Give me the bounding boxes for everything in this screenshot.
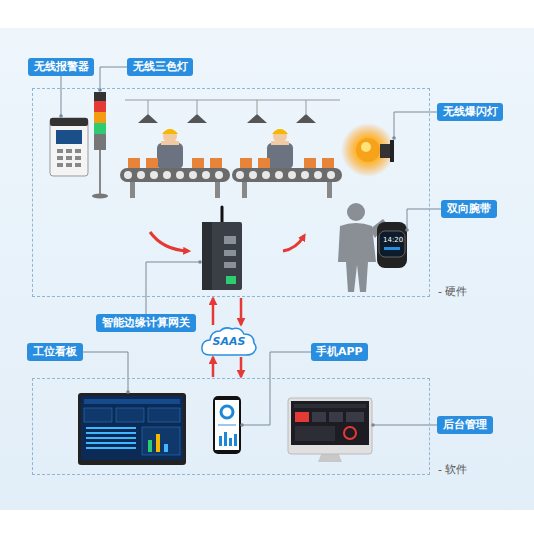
node-label: SAAS (200, 335, 258, 348)
label-box: 无线报警器 (28, 58, 94, 76)
label-box: 无线三色灯 (127, 58, 193, 76)
background-panel (0, 28, 534, 510)
label-box: 无线爆闪灯 (437, 103, 503, 121)
group-region: - 软件 (32, 378, 430, 475)
node-label: 手机APP (316, 345, 363, 358)
conveyor (232, 158, 342, 198)
label-box: 智能边缘计算网关 (96, 314, 196, 332)
leader-line (61, 67, 441, 425)
desktop-computer (288, 398, 372, 462)
region-heading: - 软件 (438, 462, 467, 477)
flow-arrow (283, 236, 304, 251)
data-arrow (212, 298, 215, 325)
screen-text: 14:20 (383, 236, 403, 244)
worker (267, 129, 293, 169)
label-box: 手机APP (311, 343, 368, 361)
phone (213, 396, 241, 454)
leader-dot (59, 88, 409, 427)
flash-light (341, 123, 395, 177)
data-arrow (212, 357, 215, 377)
dashboard-monitor (78, 393, 186, 465)
data-arrow (240, 357, 243, 377)
region-heading: - 硬件 (438, 284, 467, 299)
label-box: 后台管理 (437, 416, 493, 434)
conveyor (120, 158, 230, 198)
group-region: - 硬件 (32, 88, 430, 297)
data-arrow (240, 298, 243, 325)
label-box: 工位看板 (27, 343, 83, 361)
wristband (377, 222, 407, 268)
ceiling-lamps (125, 100, 340, 123)
tower-light (92, 92, 108, 199)
node-label: 无线三色灯 (133, 60, 188, 73)
alarm-device (50, 118, 88, 176)
node-label: 工位看板 (33, 345, 77, 358)
edge-gateway (202, 207, 242, 290)
worker (157, 129, 183, 169)
node-label: 无线爆闪灯 (443, 105, 498, 118)
flow-arrow (150, 232, 188, 251)
label-box: 双向腕带 (441, 200, 497, 218)
node-label: 后台管理 (443, 418, 487, 431)
node-label: 双向腕带 (447, 202, 491, 215)
cloud-node: SAAS (200, 326, 258, 356)
node-label: 智能边缘计算网关 (102, 316, 190, 329)
node-label: 无线报警器 (34, 60, 89, 73)
